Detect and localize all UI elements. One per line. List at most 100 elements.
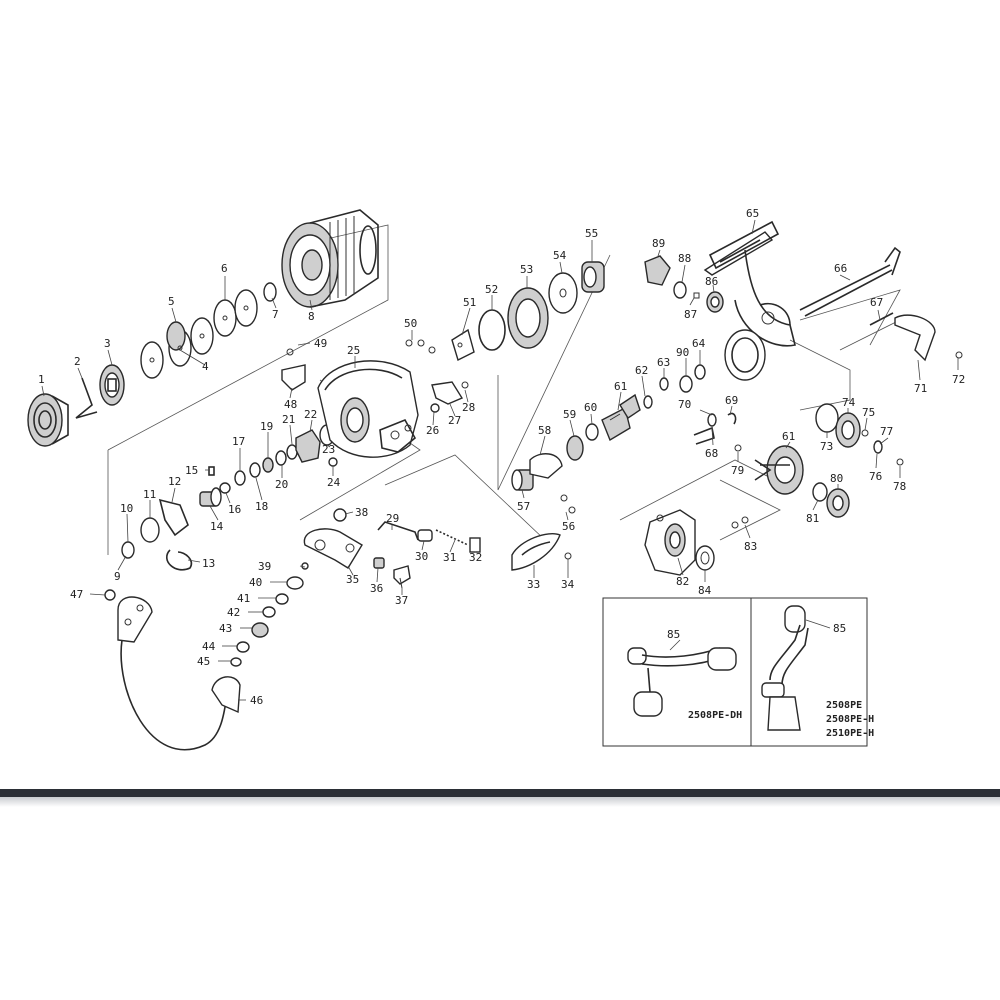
label-8: 8: [308, 310, 315, 323]
label-40: 40: [249, 576, 262, 589]
drag-washer-ring: [99, 364, 125, 406]
variant-label-dh: 2508PE-DH: [688, 710, 742, 721]
label-72: 72: [952, 373, 965, 386]
rotor-washers: [405, 261, 605, 361]
label-28: 28: [462, 401, 475, 414]
label-3: 3: [104, 337, 111, 350]
label-36: 36: [370, 582, 383, 595]
label-67: 67: [870, 296, 883, 309]
label-66: 66: [834, 262, 847, 275]
bail-arm-35: [303, 508, 411, 589]
drive-gear: [693, 403, 904, 518]
pinion-parts: [511, 364, 706, 514]
bail-arm-48: [281, 348, 306, 391]
label-39: 39: [258, 560, 271, 573]
rotor-housing: [317, 360, 419, 458]
label-48: 48: [284, 398, 297, 411]
part-labels: 1 2 3 4 5 6 7 8 9 10 11 12 13 14 15 16 1…: [38, 207, 965, 707]
label-70: 70: [678, 398, 691, 411]
label-10: 10: [120, 502, 133, 515]
label-75: 75: [862, 406, 875, 419]
label-55: 55: [585, 227, 598, 240]
label-74: 74: [842, 396, 856, 409]
bail-arm-lever: [430, 381, 469, 413]
label-45: 45: [197, 655, 210, 668]
group-lines: [107, 224, 901, 555]
label-86: 86: [705, 275, 718, 288]
label-69: 69: [725, 394, 738, 407]
label-44: 44: [202, 640, 216, 653]
label-15: 15: [185, 464, 198, 477]
label-85b: 85: [833, 622, 846, 635]
label-42: 42: [227, 606, 240, 619]
label-25: 25: [347, 344, 360, 357]
label-7: 7: [272, 308, 279, 321]
label-87: 87: [684, 308, 697, 321]
label-77: 77: [880, 425, 893, 438]
label-84: 84: [698, 584, 712, 597]
label-34: 34: [561, 578, 575, 591]
body-cover: [644, 509, 749, 576]
bail-stack: [230, 562, 309, 667]
label-53: 53: [520, 263, 533, 276]
label-90: 90: [676, 346, 689, 359]
label-26: 26: [426, 424, 439, 437]
label-79: 79: [731, 464, 744, 477]
leader-lines: [41, 219, 959, 701]
label-4: 4: [202, 360, 209, 373]
label-35: 35: [346, 573, 359, 586]
label-49: 49: [314, 337, 327, 350]
label-58: 58: [538, 424, 551, 437]
label-61b: 61: [782, 430, 795, 443]
label-12: 12: [168, 475, 181, 488]
label-76: 76: [869, 470, 882, 483]
label-41: 41: [237, 592, 250, 605]
label-23: 23: [322, 443, 335, 456]
label-5: 5: [168, 295, 175, 308]
label-68: 68: [705, 447, 718, 460]
label-63: 63: [657, 356, 670, 369]
drag-washers: [140, 282, 277, 379]
label-82: 82: [676, 575, 689, 588]
variant-label-2510pe-h: 2510PE-H: [826, 728, 874, 739]
label-57: 57: [517, 500, 530, 513]
label-64: 64: [692, 337, 706, 350]
label-83: 83: [744, 540, 757, 553]
label-2: 2: [74, 355, 81, 368]
label-21: 21: [282, 413, 295, 426]
label-6: 6: [221, 262, 228, 275]
label-60: 60: [584, 401, 597, 414]
label-32: 32: [469, 551, 482, 564]
label-89: 89: [652, 237, 665, 250]
variant-label-2508pe: 2508PE: [826, 700, 862, 711]
reel-body: [703, 220, 796, 381]
label-14: 14: [210, 520, 224, 533]
label-46: 46: [250, 694, 263, 707]
label-73: 73: [820, 440, 833, 453]
label-59: 59: [563, 408, 576, 421]
footer-bar: [0, 789, 1000, 797]
label-52: 52: [485, 283, 498, 296]
variant-label-2508pe-h: 2508PE-H: [826, 714, 874, 725]
drag-spring: [75, 377, 98, 419]
label-85a: 85: [667, 628, 680, 641]
label-43: 43: [219, 622, 232, 635]
label-11: 11: [143, 488, 156, 501]
handle-dh: [627, 647, 737, 717]
label-9: 9: [114, 570, 121, 583]
label-88: 88: [678, 252, 691, 265]
label-30: 30: [415, 550, 428, 563]
label-17: 17: [232, 435, 245, 448]
label-24: 24: [327, 476, 341, 489]
label-78: 78: [893, 480, 906, 493]
label-13: 13: [202, 557, 215, 570]
variant-labels: 2508PE-DH 2508PE 2508PE-H 2510PE-H: [688, 700, 874, 739]
label-50: 50: [404, 317, 417, 330]
spool: [281, 209, 379, 308]
label-47: 47: [70, 588, 83, 601]
label-29: 29: [386, 512, 399, 525]
handle-inset-box: [602, 597, 868, 747]
label-18: 18: [255, 500, 268, 513]
label-51: 51: [463, 296, 476, 309]
label-81: 81: [806, 512, 819, 525]
